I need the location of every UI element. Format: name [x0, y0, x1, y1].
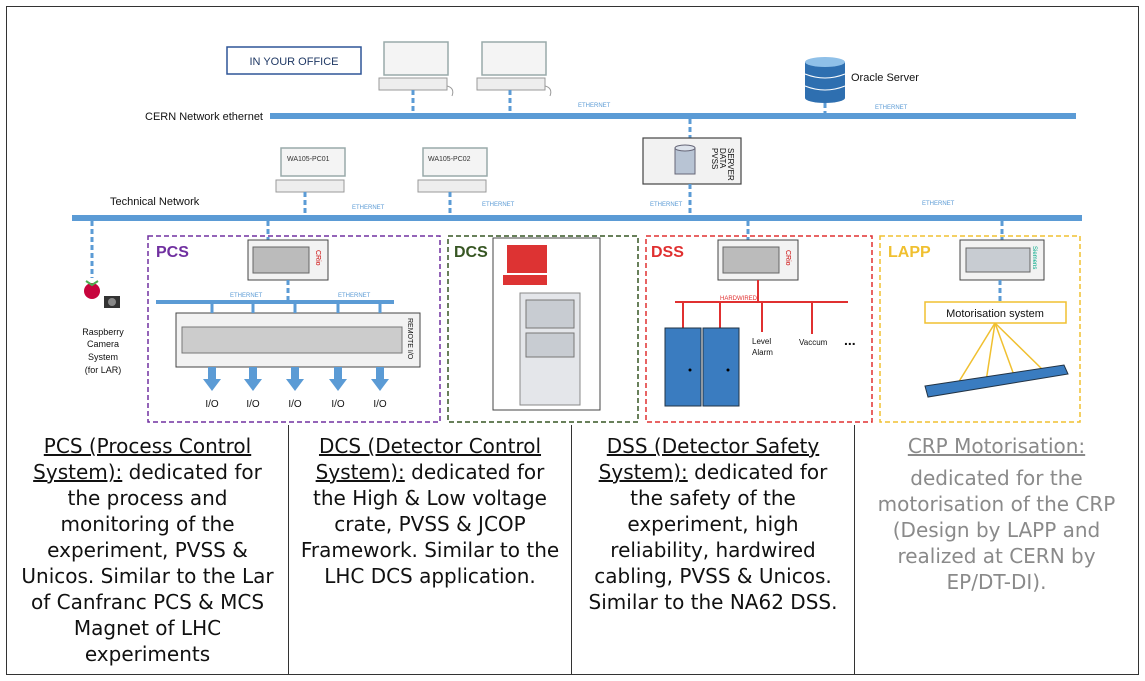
crio-label: CRio [314, 250, 321, 266]
ethernet-label: ETHERNET [338, 293, 371, 299]
figure-frame [6, 6, 1139, 675]
lapp-box [879, 235, 1081, 423]
crio-modules-icon [252, 246, 310, 274]
office-box [226, 46, 362, 75]
pvss-label-line: DATA [718, 148, 727, 169]
io-arrow-icon [244, 367, 262, 391]
pvss-label-line: SERVER [726, 148, 735, 181]
dcs-description-cell: DCS (Detector Control System): dedicated… [289, 425, 572, 675]
cern-network-label: CERN Network ethernet [145, 111, 263, 123]
io-arrow-icon [371, 367, 389, 391]
io-label: I/O [288, 399, 302, 410]
plc-modules-icon [965, 247, 1031, 273]
technical-network-label: Technical Network [110, 196, 200, 208]
dss-title: DSS [651, 244, 684, 261]
io-arrow-icon [286, 367, 304, 391]
pc-monitor-icon [422, 147, 488, 177]
pcs-description-cell: PCS (Process Control System): dedicated … [7, 425, 289, 675]
ethernet-label: ETHERNET [875, 105, 908, 111]
pcs-ethernet-bus [156, 300, 394, 304]
crio-label: CRio [784, 250, 791, 266]
raspberry-label-line: Camera [87, 339, 119, 349]
ethernet-label: ETHERNET [230, 293, 263, 299]
siemens-label: Siemens [1031, 246, 1037, 269]
crp-description-cell: CRP Motorisation: dedicated for the moto… [855, 425, 1138, 675]
ethernet-label: ETHERNET [482, 202, 515, 208]
pcs-description-text: dedicated for the process and monitoring… [21, 460, 274, 666]
dcs-box [447, 235, 639, 423]
pcs-title: PCS [156, 244, 189, 261]
keyboard-icon [275, 179, 345, 193]
office-pc-icon [476, 41, 552, 97]
ethernet-label: ETHERNET [650, 202, 683, 208]
remote-io-label: REMOTE I/O [406, 318, 413, 360]
pvss-label-line: PVSS [710, 148, 719, 169]
dcs-title: DCS [454, 244, 488, 261]
lapp-title: LAPP [888, 244, 931, 261]
camera-icon [104, 296, 120, 308]
io-arrow-icon [329, 367, 347, 391]
io-label: I/O [331, 399, 345, 410]
pcs-description-title: PCS (Process Control System): [33, 434, 252, 484]
office-box-label: IN YOUR OFFICE [249, 56, 338, 68]
hv-crate-icon [503, 245, 547, 285]
crp-description-title: CRP Motorisation: [907, 434, 1086, 458]
dss-description-text: dedicated for the safety of the experime… [588, 460, 838, 614]
io-label: I/O [373, 399, 387, 410]
pc1-label: WA105-PC01 [287, 156, 330, 163]
crp-plate-icon [924, 364, 1069, 398]
pcs-box [147, 235, 441, 423]
keyboard-icon [417, 179, 487, 193]
crio-modules-icon [722, 246, 780, 274]
dss-description-cell: DSS (Detector Safety System): dedicated … [572, 425, 855, 675]
raspberry-label-line: System [88, 352, 118, 362]
more-ellipsis: ... [844, 332, 856, 348]
vaccum-label: Vaccum [799, 338, 828, 347]
dss-box [645, 235, 873, 423]
dcs-description-title: DCS (Detector Control System): [315, 434, 542, 484]
hardwired-label: HARDWIRED [720, 296, 758, 302]
ethernet-label: ETHERNET [578, 103, 611, 109]
io-label: I/O [205, 399, 219, 410]
oracle-database-icon [804, 57, 846, 103]
technical-network-bus [72, 215, 1082, 221]
dcs-description-text: dedicated for the High & Low voltage cra… [300, 460, 560, 588]
level-alarm-label: Alarm [752, 348, 773, 357]
pc2-label: WA105-PC02 [428, 156, 471, 163]
crp-description-text: dedicated for the motorisation of the CR… [877, 466, 1116, 594]
motorisation-label: Motorisation system [946, 308, 1044, 320]
hv-rack-icon [519, 292, 581, 406]
io-arrow-icon [203, 367, 221, 391]
cern-network-bus [270, 113, 1076, 119]
office-pc-icon [378, 41, 454, 97]
architecture-diagram: IN YOUR OFFICE Oracle Server CERN Networ… [72, 41, 1082, 423]
remote-io-modules-icon [181, 326, 403, 354]
cabinet-icon [664, 327, 702, 407]
oracle-server-label: Oracle Server [851, 72, 919, 84]
cabinet-icon [702, 327, 740, 407]
raspberry-label-line: Raspberry [82, 327, 124, 337]
level-alarm-label: Level [752, 337, 771, 346]
pc-monitor-icon [280, 147, 346, 177]
raspberry-pi-icon [84, 280, 100, 299]
raspberry-label-line: (for LAR) [85, 365, 122, 375]
server-database-icon [674, 144, 696, 175]
ethernet-label: ETHERNET [352, 205, 385, 211]
io-label: I/O [246, 399, 260, 410]
dss-description-title: DSS (Detector Safety System): [598, 434, 820, 484]
ethernet-label: ETHERNET [922, 201, 955, 207]
